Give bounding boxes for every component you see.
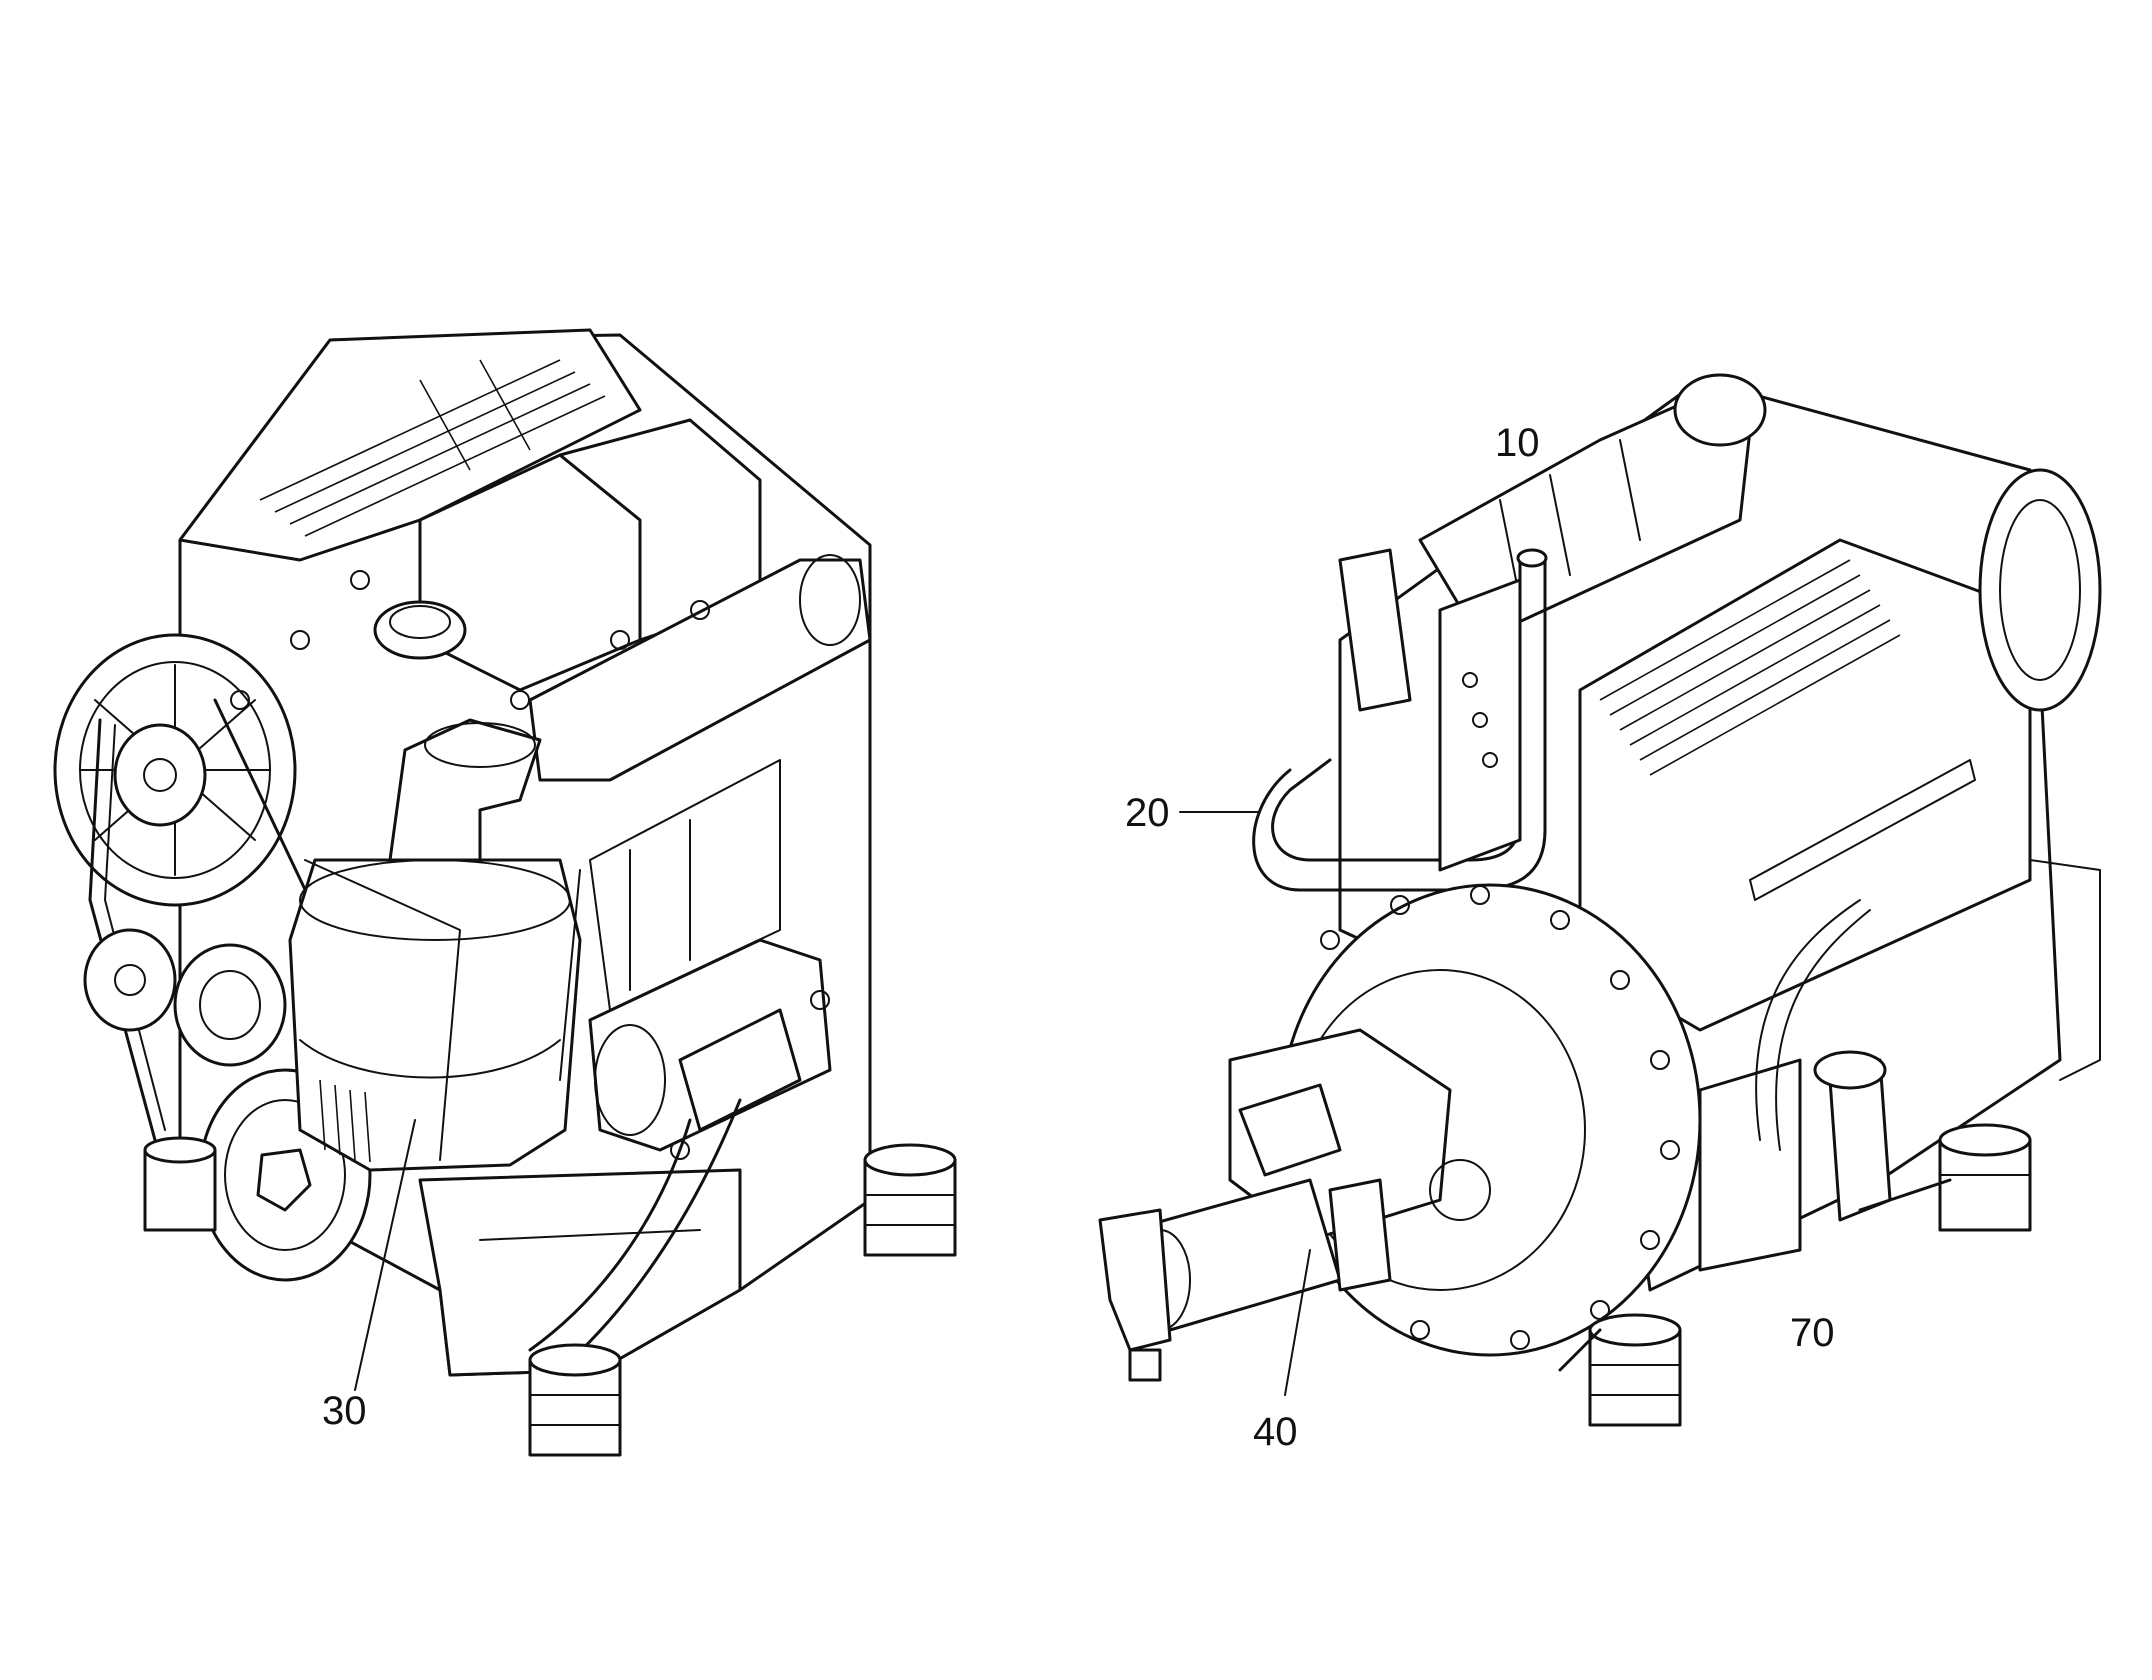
leader-line-40 xyxy=(1284,1249,1311,1396)
engine-rear-view xyxy=(1098,373,2102,1427)
callout-30: 30 xyxy=(322,1389,367,1433)
engine-mount-foot xyxy=(528,1343,622,1457)
callout-40: 40 xyxy=(1253,1410,1298,1454)
leader-line-30 xyxy=(354,1119,416,1391)
engine-mount-foot xyxy=(863,1143,957,1257)
engine-mount-foot xyxy=(1938,1123,2032,1232)
callout-10: 10 xyxy=(1495,421,1540,465)
callout-70: 70 xyxy=(1790,1311,1835,1355)
engine-mount-foot xyxy=(143,1136,217,1232)
callout-20: 20 xyxy=(1125,791,1170,835)
engine-mount-foot xyxy=(1588,1313,1682,1427)
engine-front-view xyxy=(53,328,957,1457)
